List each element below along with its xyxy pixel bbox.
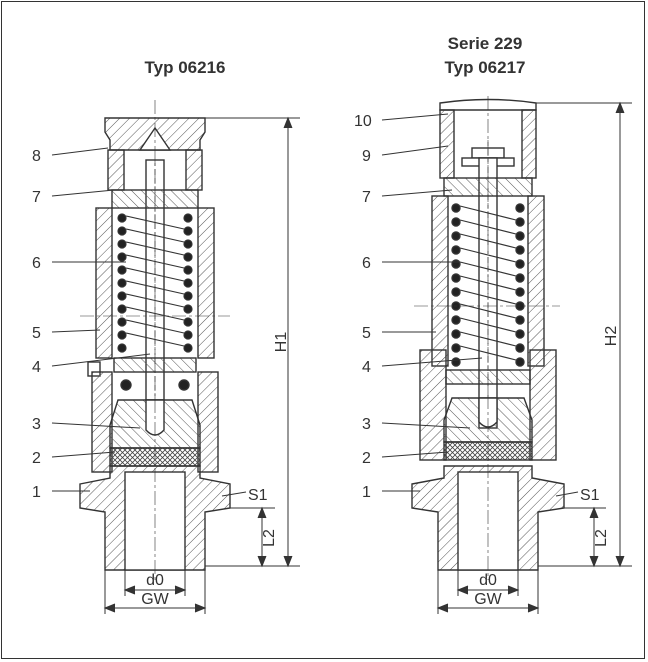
callout-7-right: 7 bbox=[362, 189, 371, 206]
callout-2-right: 2 bbox=[362, 450, 371, 467]
right-dim-gw: GW bbox=[474, 591, 502, 608]
callout-6-right: 6 bbox=[362, 255, 371, 272]
left-dim-gw: GW bbox=[141, 591, 169, 608]
left-title: Typ 06216 bbox=[144, 58, 226, 77]
callout-6: 6 bbox=[32, 255, 41, 272]
right-valve bbox=[411, 96, 565, 580]
right-dimension-lines bbox=[436, 101, 632, 614]
callout-4-right: 4 bbox=[362, 359, 371, 376]
left-dim-s1: S1 bbox=[248, 487, 268, 504]
callout-7: 7 bbox=[32, 189, 41, 206]
callout-1: 1 bbox=[32, 484, 41, 501]
callout-3-right: 3 bbox=[362, 416, 371, 433]
left-leaders bbox=[51, 147, 151, 492]
right-dim-l2: L2 bbox=[593, 529, 610, 547]
callout-5: 5 bbox=[32, 325, 41, 342]
callout-8: 8 bbox=[32, 148, 41, 165]
callout-5-right: 5 bbox=[362, 325, 371, 342]
callout-4: 4 bbox=[32, 359, 41, 376]
right-title: Typ 06217 bbox=[444, 58, 526, 77]
callout-9: 9 bbox=[362, 148, 371, 165]
left-valve bbox=[79, 100, 231, 580]
callout-1-right: 1 bbox=[362, 484, 371, 501]
callout-3: 3 bbox=[32, 416, 41, 433]
right-series: Serie 229 bbox=[447, 34, 523, 53]
right-leaders bbox=[381, 113, 483, 492]
right-dim-s1: S1 bbox=[580, 487, 600, 504]
left-dimension-lines bbox=[103, 116, 300, 614]
left-dim-d0: d0 bbox=[146, 572, 164, 589]
right-dim-d0: d0 bbox=[479, 572, 497, 589]
right-dim-h2: H2 bbox=[603, 326, 620, 347]
left-dim-h1: H1 bbox=[273, 332, 290, 353]
left-dim-l2: L2 bbox=[261, 529, 278, 547]
callout-2: 2 bbox=[32, 450, 41, 467]
callout-10: 10 bbox=[354, 113, 372, 130]
